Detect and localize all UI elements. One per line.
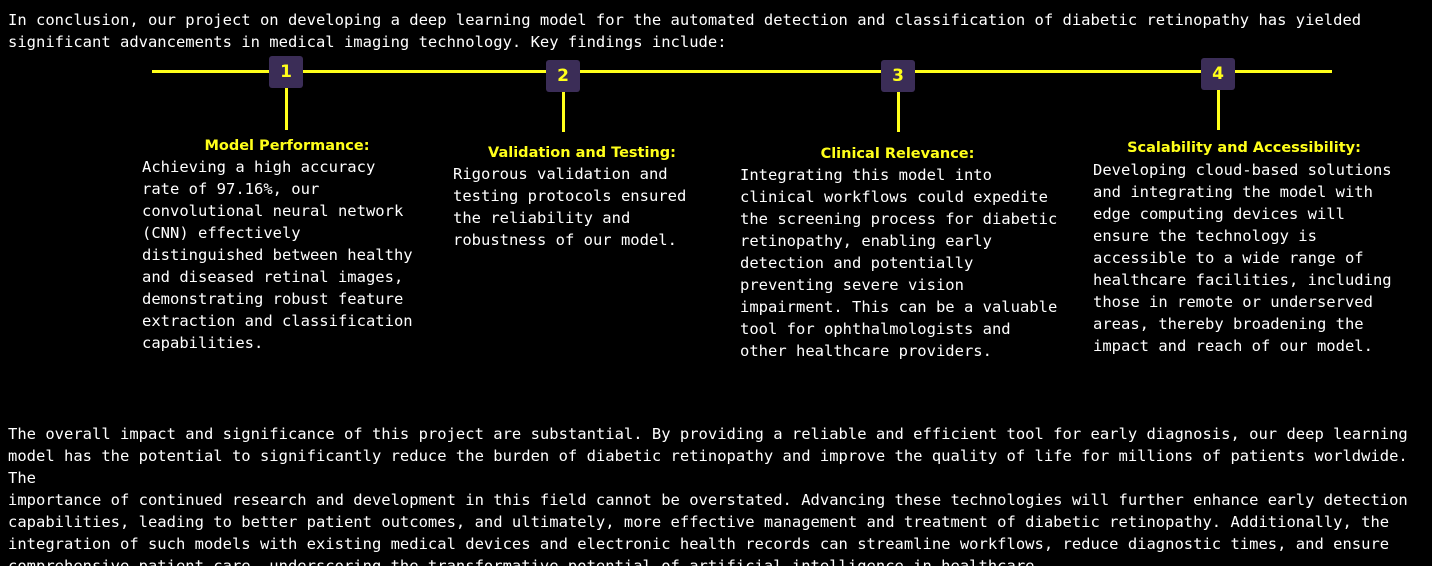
milestone-1-marker: 1 xyxy=(269,56,303,88)
milestone-3-title: Clinical Relevance: xyxy=(820,146,975,162)
milestone-3-body: Integrating this model into clinical wor… xyxy=(740,166,1058,360)
milestone-2-title: Validation and Testing: xyxy=(488,145,676,161)
milestone-4-marker: 4 xyxy=(1201,58,1235,90)
closing-paragraph: The overall impact and significance of t… xyxy=(8,425,1408,566)
milestone-3-stem xyxy=(897,92,900,132)
milestone-2-marker: 2 xyxy=(546,60,580,92)
intro-paragraph: In conclusion, our project on developing… xyxy=(8,11,1362,51)
milestone-1-stem xyxy=(285,88,288,130)
milestone-4-title: Scalability and Accessibility: xyxy=(1127,140,1361,156)
milestone-4-stem xyxy=(1217,90,1220,130)
milestone-1-title: Model Performance: xyxy=(204,138,370,154)
milestone-1-body: Achieving a high accuracy rate of 97.16%… xyxy=(142,158,413,352)
timeline-line xyxy=(152,70,1332,73)
milestone-2-stem xyxy=(562,92,565,132)
milestone-3-marker: 3 xyxy=(881,60,915,92)
milestone-4-body: Developing cloud-based solutions and int… xyxy=(1093,161,1392,355)
milestone-2-body: Rigorous validation and testing protocol… xyxy=(453,165,687,249)
